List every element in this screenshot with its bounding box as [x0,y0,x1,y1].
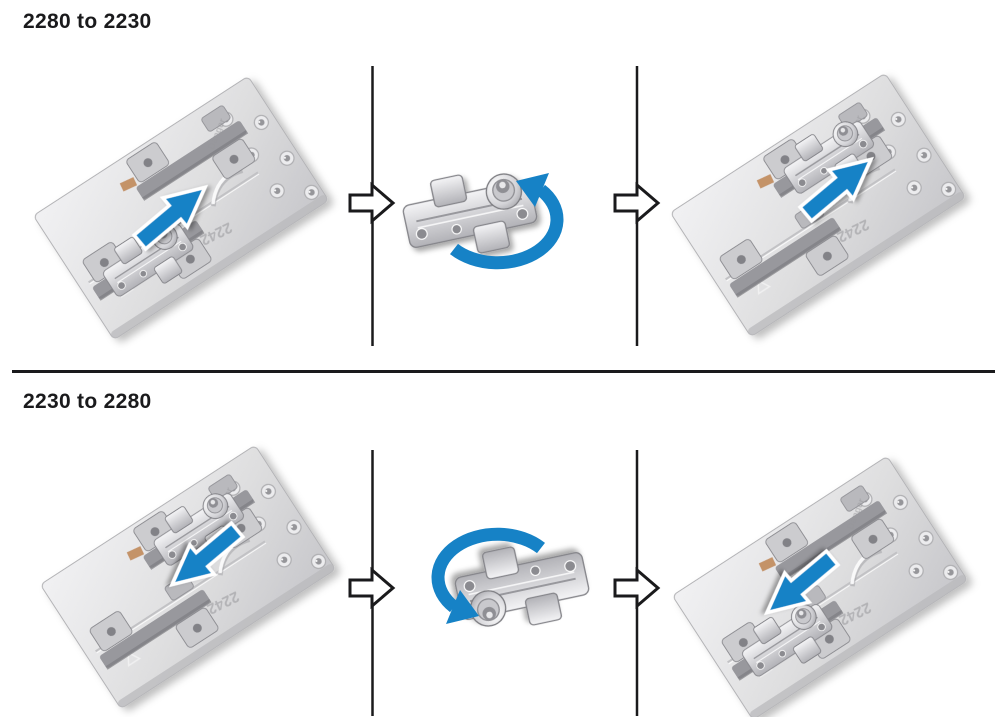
next-step-arrow-icon-bottom-1 [348,568,395,608]
next-step-arrow-icon-top-2 [613,183,660,223]
section-heading-2280-to-2230: 2280 to 2230 [23,10,152,33]
section-heading-2230-to-2280: 2230 to 2280 [23,390,152,413]
next-step-arrow-icon-bottom-2 [613,568,660,608]
next-step-arrow-icon-top-1 [348,183,395,223]
plate-photo-bracket-at-2280-result [672,456,967,717]
ssd-mounting-bracket-photo-bottom [449,531,595,641]
